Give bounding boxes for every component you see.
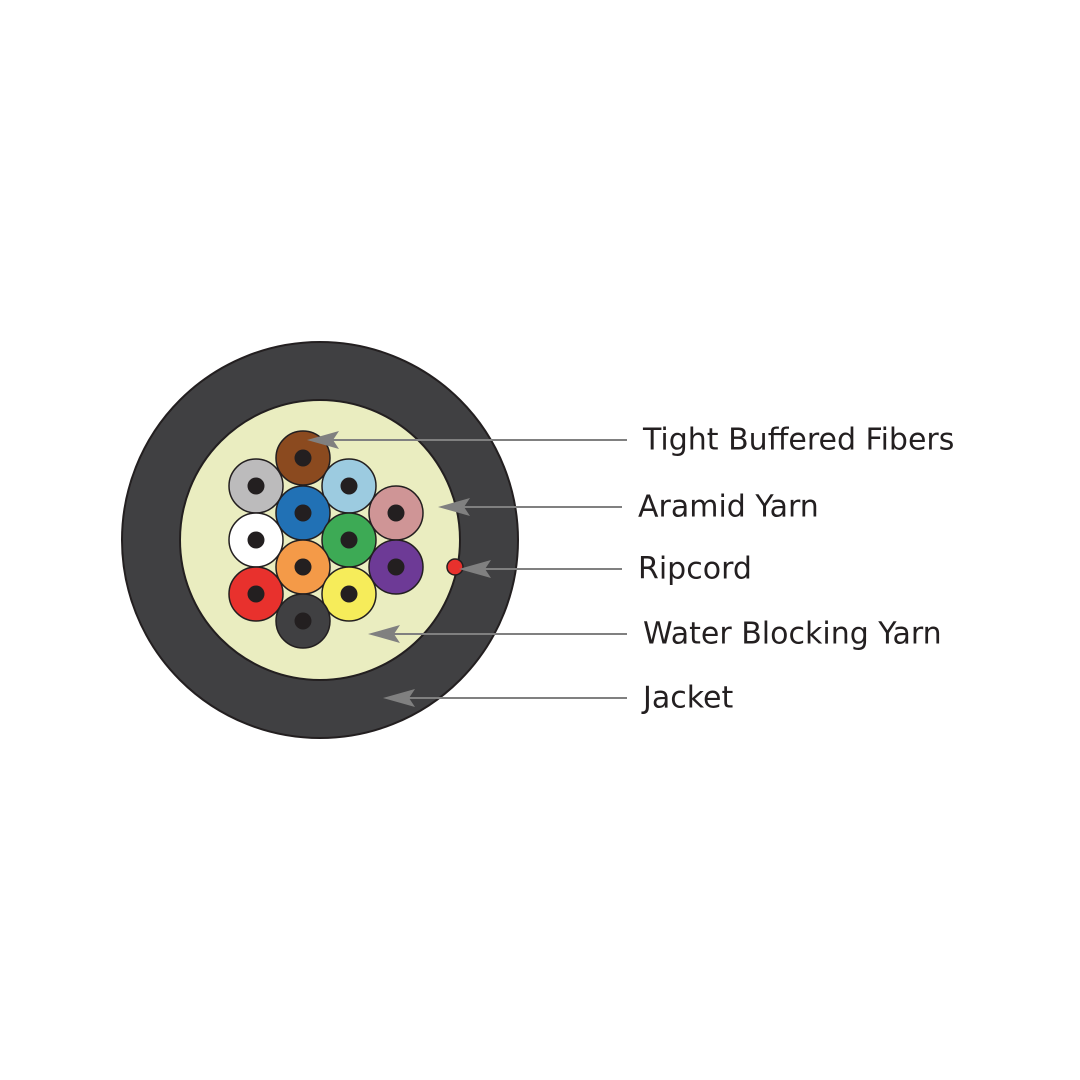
- fiber-core: [340, 585, 358, 603]
- fiber: [275, 485, 331, 541]
- fiber-core: [340, 477, 358, 495]
- fiber: [228, 566, 284, 622]
- arrowhead: [459, 560, 491, 578]
- fiber-core: [294, 449, 312, 467]
- fiber-core: [387, 504, 405, 522]
- fiber-core: [247, 585, 265, 603]
- callout-jacket: Jacket: [383, 681, 733, 716]
- fiber: [228, 458, 284, 514]
- fiber-core: [387, 558, 405, 576]
- arrowhead: [307, 431, 339, 449]
- callout-ripcord: Ripcord: [459, 552, 752, 587]
- callout-fiber: Tight Buffered Fibers: [307, 423, 954, 458]
- callout-label: Jacket: [641, 681, 733, 716]
- arrowhead: [368, 625, 400, 643]
- tight-buffered-fibers: [228, 430, 424, 649]
- fiber: [275, 593, 331, 649]
- fiber-core: [294, 558, 312, 576]
- arrowhead: [438, 498, 470, 516]
- fiber: [368, 485, 424, 541]
- fiber-core: [247, 477, 265, 495]
- fiber-core: [340, 531, 358, 549]
- arrowhead: [383, 689, 415, 707]
- fiber-core: [247, 531, 265, 549]
- callout-label: Ripcord: [638, 552, 752, 587]
- callout-label: Aramid Yarn: [638, 490, 819, 525]
- fiber: [321, 566, 377, 622]
- fiber: [368, 539, 424, 595]
- callout-aramid-yarn: Aramid Yarn: [438, 490, 819, 525]
- callout-label: Water Blocking Yarn: [643, 617, 942, 652]
- fiber: [275, 539, 331, 595]
- fiber: [321, 512, 377, 568]
- fiber-core: [294, 612, 312, 630]
- fiber: [321, 458, 377, 514]
- callout-label: Tight Buffered Fibers: [642, 423, 954, 458]
- fiber: [275, 430, 331, 486]
- fiber-core: [294, 504, 312, 522]
- fiber: [228, 512, 284, 568]
- callout-water-blocking-yarn: Water Blocking Yarn: [368, 617, 942, 652]
- ripcord: [446, 558, 464, 576]
